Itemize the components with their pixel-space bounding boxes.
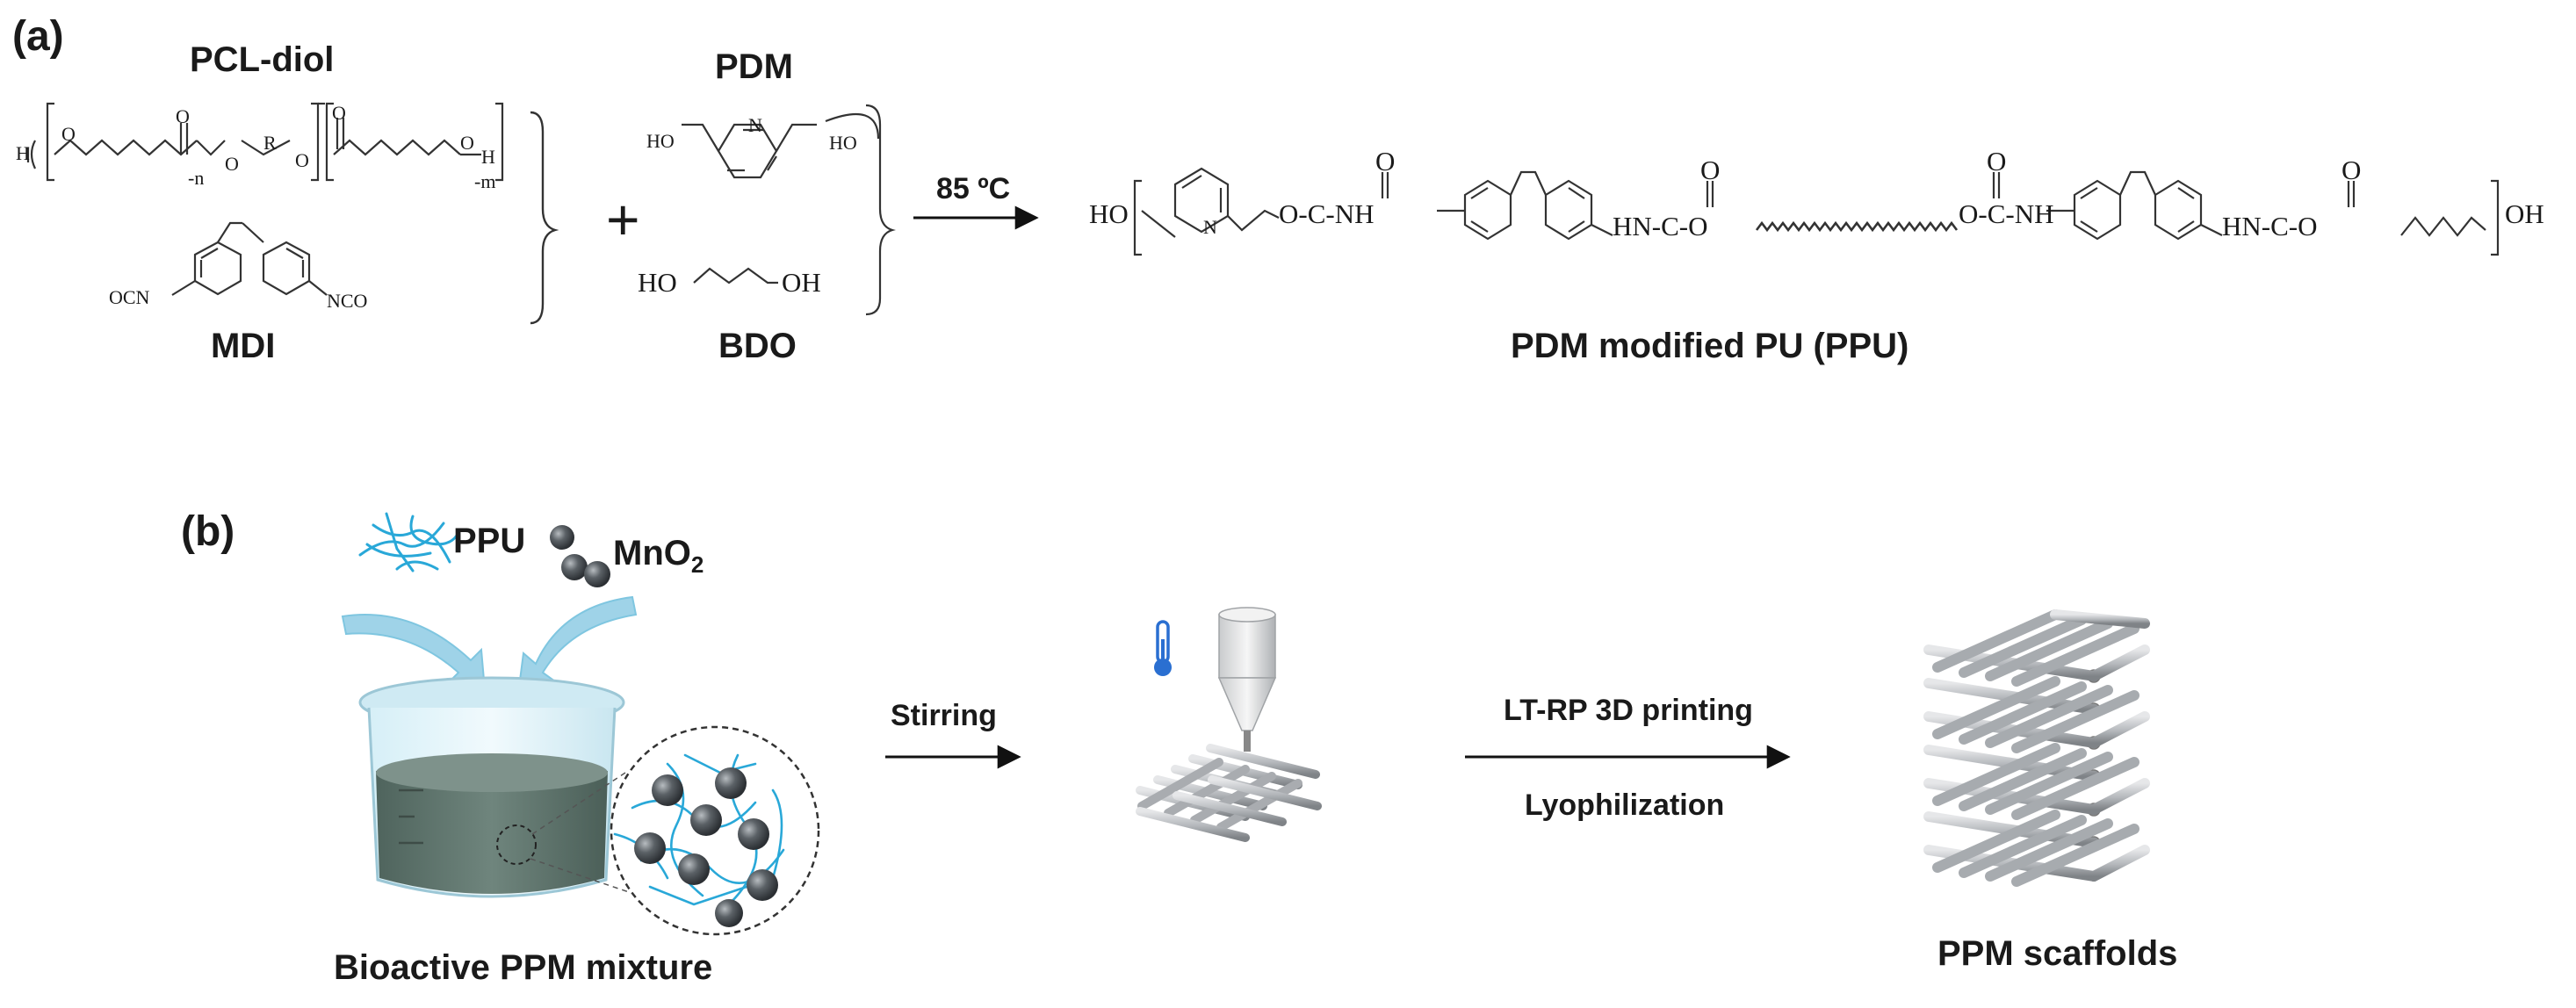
- ppu-fiber-icon: [358, 512, 458, 572]
- beaker-icon: [358, 676, 630, 898]
- ppu-carbonyl-1: O: [1375, 146, 1396, 176]
- mno2-legend-label: MnO2: [613, 534, 704, 579]
- pcl-o1: O: [61, 123, 76, 145]
- pcl-r: R: [263, 132, 277, 154]
- bdo-left-oh: HO: [638, 267, 677, 298]
- reaction-condition: 85 ºC: [936, 172, 1011, 205]
- lyophilization-label: Lyophilization: [1525, 788, 1725, 822]
- bdo-structure: [693, 267, 778, 284]
- pcl-o2: O: [225, 153, 239, 175]
- mixture-caption: Bioactive PPM mixture: [334, 948, 713, 987]
- ppu-urethane-2: HN-C-O: [1613, 211, 1708, 241]
- ppu-oh-end: OH: [2505, 198, 2544, 229]
- bdo-right-oh: OH: [782, 267, 821, 298]
- pcl-o4: O: [460, 132, 474, 154]
- mdi-structure: [171, 221, 328, 296]
- mno2-particles-icon: [550, 525, 610, 587]
- ppu-product-label: PDM modified PU (PPU): [1511, 327, 1909, 365]
- ppu-urethane-4: HN-C-O: [2222, 211, 2318, 241]
- plus-sign: +: [606, 187, 640, 252]
- mno2-subscript: 2: [690, 551, 704, 578]
- mdi-label: MDI: [211, 327, 276, 365]
- mno2-text: MnO: [613, 534, 691, 572]
- ppu-structure: [1133, 167, 2500, 256]
- printing-label: LT-RP 3D printing: [1504, 694, 1753, 727]
- pcl-o-carbonyl2: O: [332, 102, 346, 124]
- scaffold-caption: PPM scaffolds: [1937, 934, 2178, 973]
- pcl-h-left: H: [16, 142, 30, 164]
- ppu-legend-label: PPU: [453, 522, 526, 560]
- pcl-diol-structure: [26, 102, 504, 182]
- stirring-label: Stirring: [891, 699, 997, 732]
- panel-b-tag: (b): [181, 508, 235, 555]
- pdm-right-oh: HO: [829, 132, 857, 154]
- printer-nozzle-icon: [1217, 607, 1277, 752]
- pdm-label: PDM: [715, 47, 793, 86]
- pcl-m-subscript: -m: [474, 170, 496, 192]
- mdi-nco: NCO: [327, 290, 368, 312]
- bdo-label: BDO: [718, 327, 797, 365]
- pcl-o-carbonyl1: O: [176, 105, 190, 127]
- ppu-carbonyl-2: O: [1700, 155, 1721, 185]
- pcl-o3: O: [295, 149, 309, 171]
- reactant-brace: [530, 111, 559, 325]
- pcl-h-right: H: [481, 146, 495, 168]
- ppu-carbonyl-3: O: [1987, 146, 2007, 176]
- pdm-structure: [682, 104, 896, 316]
- pdm-n-atom: N: [748, 114, 762, 136]
- ppu-ho-start: HO: [1089, 198, 1129, 229]
- pcl-diol-label: PCL-diol: [190, 40, 335, 79]
- thermometer-icon: [1154, 620, 1172, 676]
- pdm-left-oh: HO: [646, 130, 675, 152]
- magnified-view: [610, 725, 820, 936]
- pcl-n-subscript: -n: [188, 167, 205, 189]
- ppu-urethane-1: O-C-NH: [1279, 198, 1375, 229]
- mdi-ocn: OCN: [109, 286, 150, 308]
- ppu-carbonyl-4: O: [2341, 155, 2362, 185]
- panel-a-tag: (a): [12, 13, 64, 60]
- scaffold-cube: [1923, 609, 2150, 887]
- ppu-urethane-3: O-C-NH: [1959, 198, 2054, 229]
- printed-lattice-small: [1136, 744, 1322, 842]
- ppu-n-atom: N: [1203, 216, 1217, 238]
